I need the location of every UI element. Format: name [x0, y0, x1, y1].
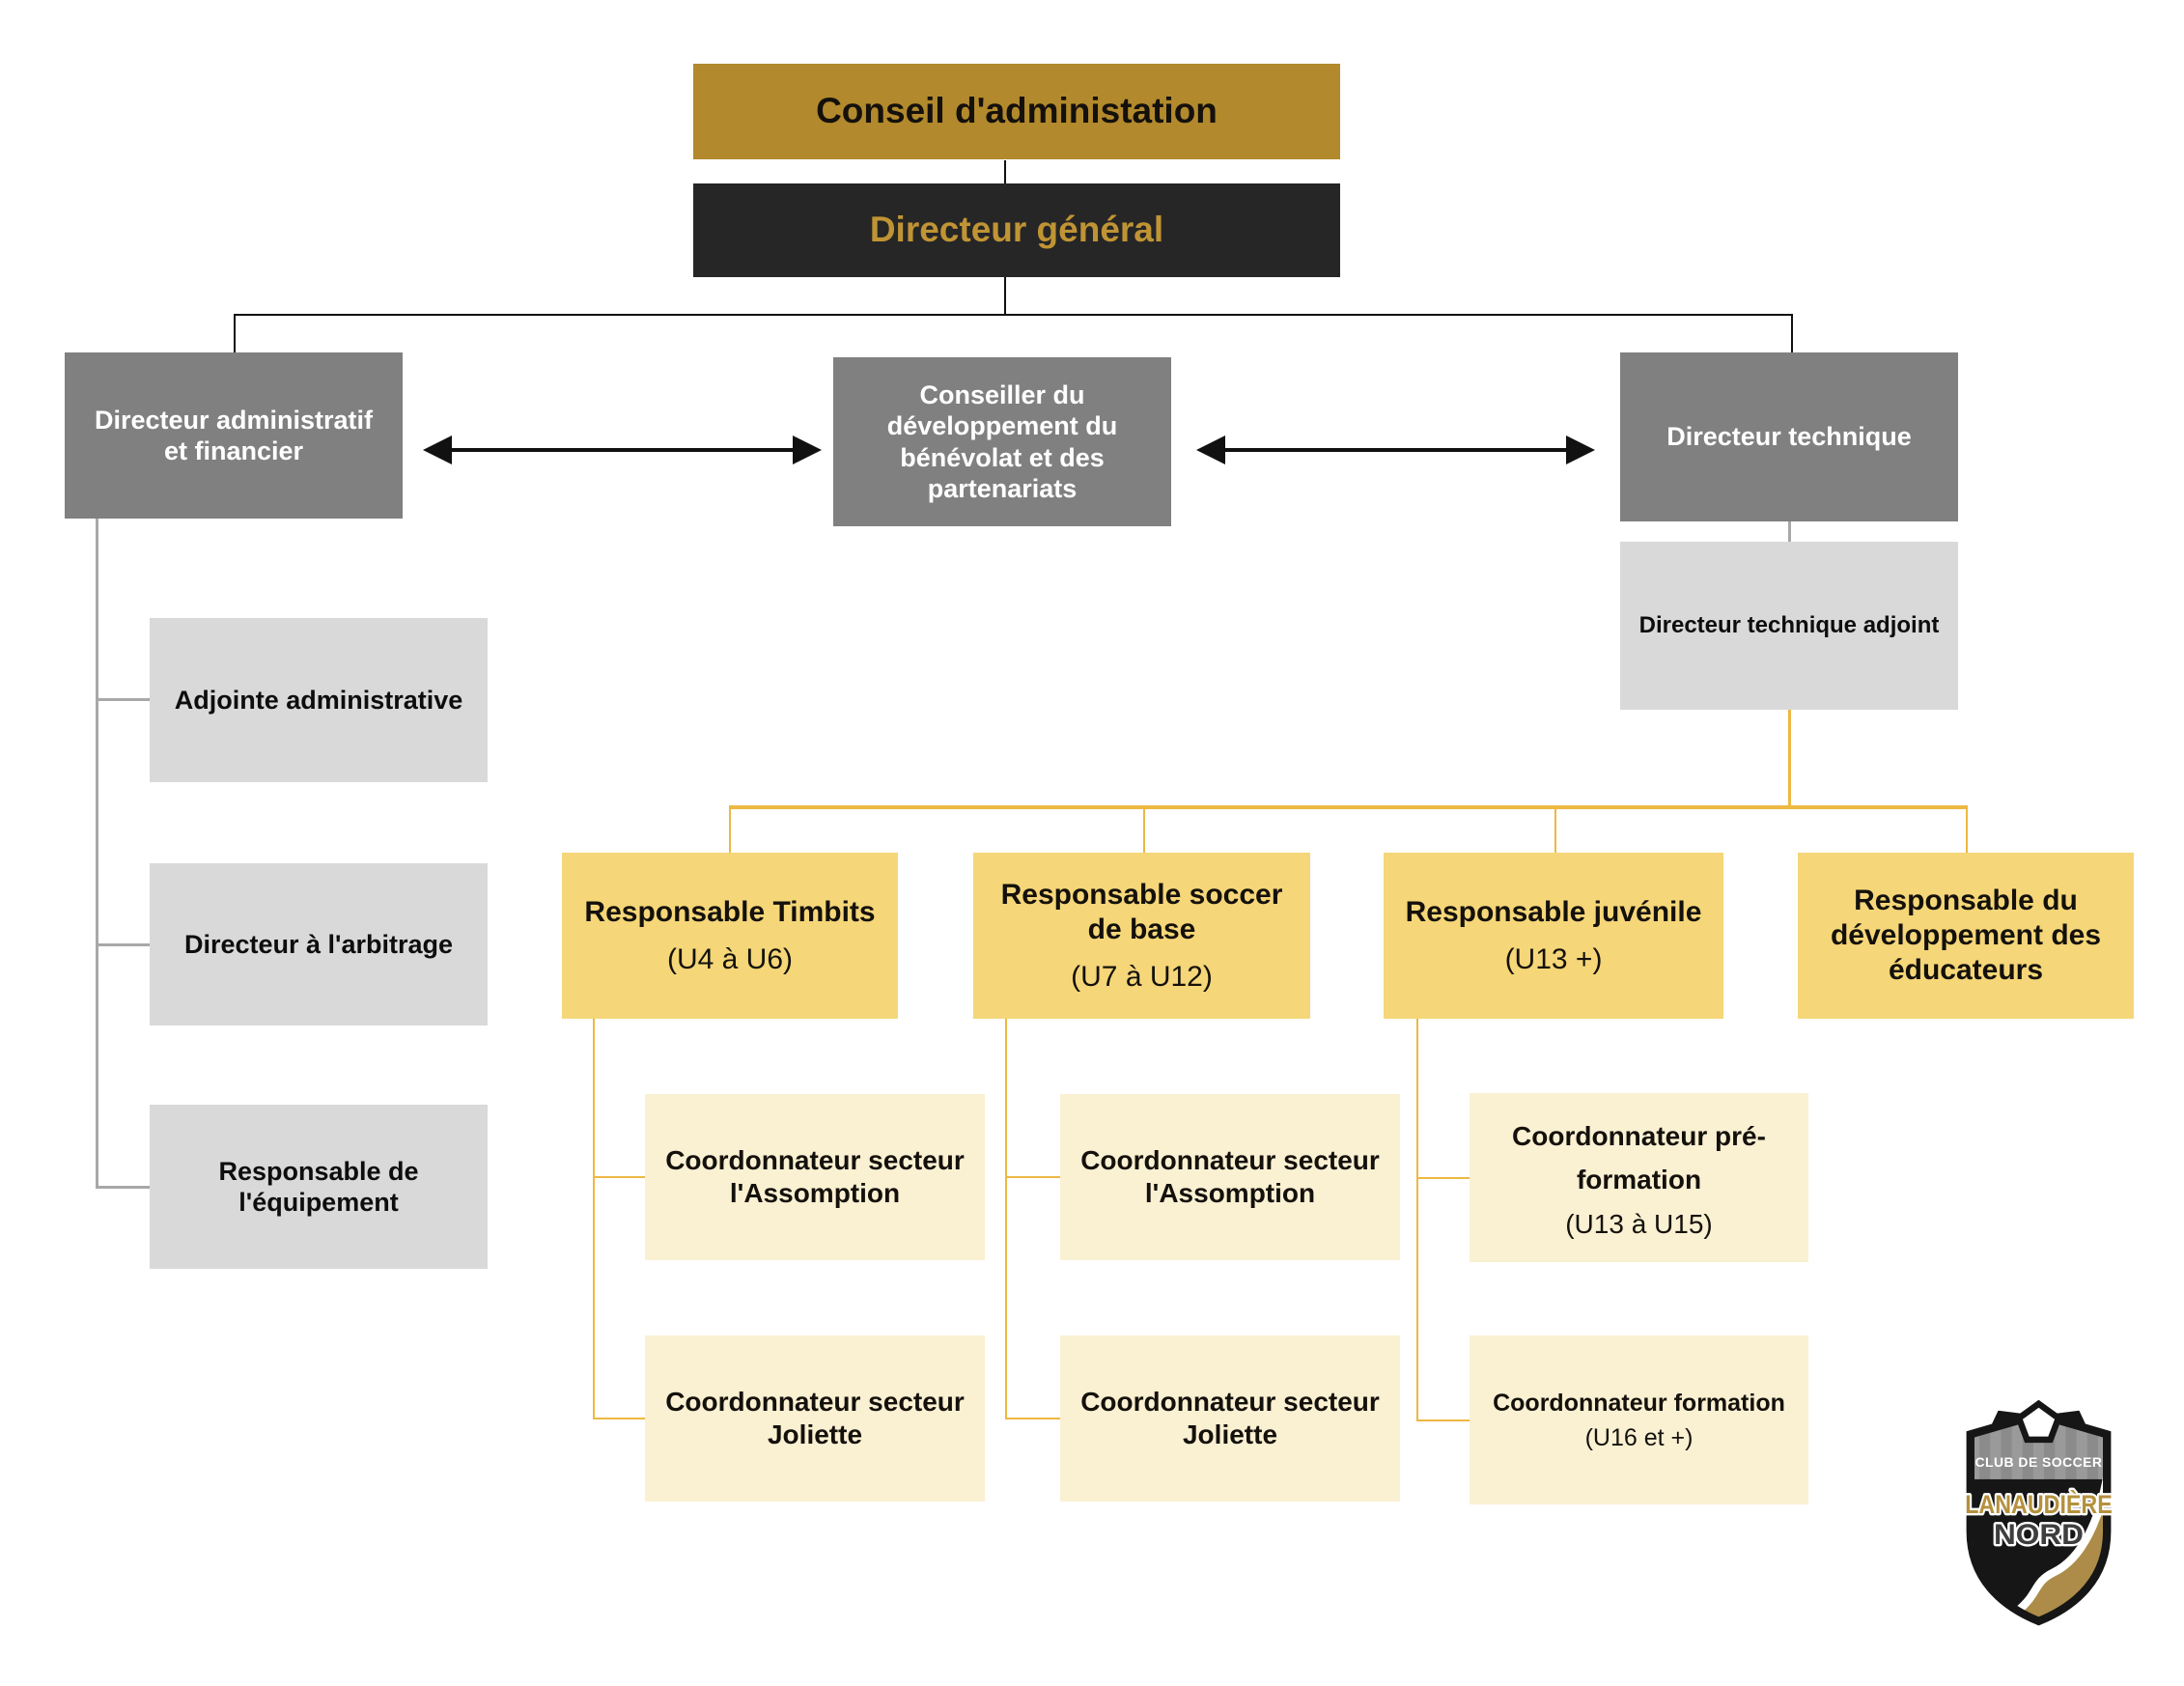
- double-arrow-right: [1196, 436, 1595, 464]
- logo-shield-outline: [1966, 1410, 2112, 1626]
- node-coordonnateur-formation: Coordonnateur formation (U16 et +): [1470, 1335, 1808, 1504]
- connector-line: [1966, 807, 1968, 853]
- logo-club-text: CLUB DE SOCCER: [1975, 1454, 2103, 1470]
- connector-line: [1416, 1019, 1418, 1421]
- node-label: Responsable Timbits: [584, 895, 876, 928]
- node-sublabel: (U7 à U12): [1071, 960, 1213, 993]
- node-label: Responsable de l'équipement: [218, 1156, 419, 1217]
- node-label: Directeur technique adjoint: [1638, 611, 1940, 638]
- connector-line: [234, 314, 1793, 316]
- node-label: Coordonnateur secteur l'Assomption: [1080, 1145, 1380, 1208]
- logo-pentagon: [2015, 1399, 2062, 1444]
- connector-line: [1788, 521, 1791, 542]
- connector-line: [593, 1176, 645, 1178]
- node-label: Responsable du développement des éducate…: [1830, 885, 2102, 986]
- connector-line: [234, 314, 236, 352]
- node-coordonnateur-preformation: Coordonnateur pré-formation (U13 à U15): [1470, 1093, 1808, 1262]
- node-coordonnateur-assomption-base: Coordonnateur secteur l'Assomption: [1060, 1094, 1400, 1260]
- node-label: Responsable juvénile: [1405, 895, 1702, 928]
- connector-line: [1004, 160, 1006, 183]
- node-label: Directeur technique: [1666, 422, 1912, 452]
- node-adjointe-administrative: Adjointe administrative: [150, 618, 488, 782]
- connector-line: [729, 805, 1968, 809]
- node-responsable-equipement: Responsable de l'équipement: [150, 1105, 488, 1269]
- node-label: Coordonnateur secteur Joliette: [1080, 1387, 1380, 1449]
- node-sublabel: (U4 à U6): [666, 942, 794, 975]
- node-label: Coordonnateur pré-formation: [1512, 1120, 1766, 1194]
- connector-line: [96, 1186, 150, 1189]
- connector-line: [1416, 1177, 1470, 1179]
- double-arrow-left: [423, 436, 822, 464]
- connector-line: [1791, 314, 1793, 352]
- node-label: Conseil d'administation: [816, 91, 1218, 131]
- node-directeur-general: Directeur général: [693, 183, 1340, 277]
- logo-name-line1: LANAUDIÈRE: [1965, 1489, 2113, 1519]
- node-responsable-timbits: Responsable Timbits (U4 à U6): [562, 853, 898, 1019]
- logo-name-line2: NORD: [1994, 1519, 2084, 1551]
- logo-shield: CLUB DE SOCCER LANAUDIÈRE NORD: [1963, 1399, 2114, 1626]
- node-directeur-technique-adjoint: Directeur technique adjoint: [1620, 542, 1958, 710]
- club-logo: CLUB DE SOCCER LANAUDIÈRE NORD: [1948, 1399, 2129, 1632]
- node-coordonnateur-joliette-timbits: Coordonnateur secteur Joliette: [645, 1335, 985, 1502]
- connector-line: [96, 519, 98, 1189]
- node-label: Directeur administratif et financier: [94, 405, 374, 465]
- node-coordonnateur-joliette-base: Coordonnateur secteur Joliette: [1060, 1335, 1400, 1502]
- connector-line: [1143, 807, 1145, 853]
- connector-line: [593, 1019, 595, 1419]
- connector-line: [729, 807, 731, 853]
- node-directeur-administratif-financier: Directeur administratif et financier: [65, 352, 403, 519]
- node-label: Conseiller du développement du bénévolat…: [886, 379, 1118, 503]
- node-label: Coordonnateur secteur l'Assomption: [665, 1145, 965, 1208]
- node-responsable-juvenile: Responsable juvénile (U13 +): [1384, 853, 1723, 1019]
- node-label: Directeur à l'arbitrage: [183, 929, 454, 959]
- node-sublabel: (U13 à U15): [1565, 1208, 1713, 1239]
- node-responsable-soccer-base: Responsable soccer de base (U7 à U12): [973, 853, 1310, 1019]
- connector-line: [1004, 277, 1006, 316]
- connector-line: [96, 943, 150, 946]
- node-label: Coordonnateur formation: [1493, 1389, 1785, 1417]
- node-label: Coordonnateur secteur Joliette: [665, 1387, 965, 1449]
- node-responsable-developpement-educateurs: Responsable du développement des éducate…: [1798, 853, 2134, 1019]
- connector-line: [1788, 710, 1791, 808]
- connector-line: [96, 698, 150, 701]
- connector-line: [1554, 807, 1556, 853]
- node-directeur-technique: Directeur technique: [1620, 352, 1958, 521]
- connector-line: [1416, 1419, 1470, 1421]
- node-conseiller-developpement-benevolat: Conseiller du développement du bénévolat…: [833, 357, 1171, 526]
- node-coordonnateur-assomption-timbits: Coordonnateur secteur l'Assomption: [645, 1094, 985, 1260]
- connector-line: [593, 1418, 645, 1419]
- node-label: Adjointe administrative: [174, 685, 463, 715]
- connector-line: [1005, 1019, 1007, 1419]
- node-directeur-arbitrage: Directeur à l'arbitrage: [150, 863, 488, 1026]
- connector-line: [1005, 1418, 1060, 1419]
- node-label: Directeur général: [869, 210, 1164, 250]
- node-label: Responsable soccer de base: [1000, 878, 1283, 945]
- connector-line: [1005, 1176, 1060, 1178]
- node-conseil-administration: Conseil d'administation: [693, 64, 1340, 159]
- node-sublabel: (U13 +): [1504, 942, 1603, 975]
- node-sublabel: (U16 et +): [1584, 1423, 1694, 1451]
